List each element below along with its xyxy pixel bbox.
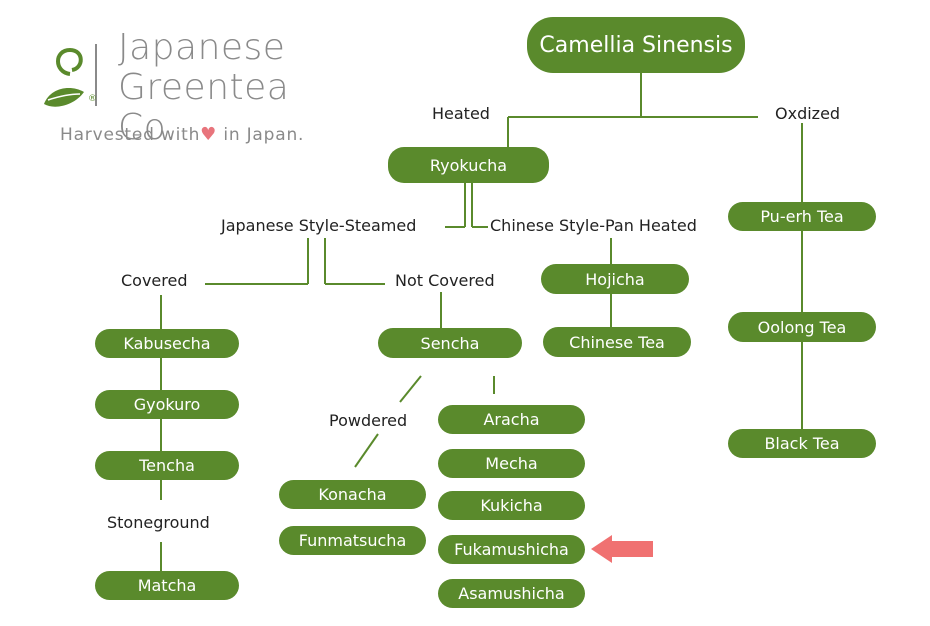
node-aracha: Aracha — [438, 405, 585, 434]
brand-name: Japanese Greentea Co. — [118, 28, 360, 148]
label-heated: Heated — [430, 104, 492, 123]
connector-line — [354, 433, 379, 468]
registered-mark: ® — [88, 94, 97, 104]
label-covered: Covered — [119, 271, 190, 290]
tea-leaf-icon — [44, 44, 97, 107]
node-sencha: Sencha — [378, 328, 522, 358]
node-konacha: Konacha — [279, 480, 426, 509]
node-chinese-tea: Chinese Tea — [543, 327, 691, 357]
node-matcha: Matcha — [95, 571, 239, 600]
tagline-before: Harvested with — [60, 125, 201, 145]
node-hojicha: Hojicha — [541, 264, 689, 294]
tagline-after: in Japan. — [223, 125, 305, 145]
connector-line — [399, 375, 422, 403]
arrow-left-icon — [591, 535, 653, 563]
node-ryokucha: Ryokucha — [388, 147, 549, 183]
brand-name-line2: Greentea Co. — [118, 67, 290, 148]
node-puerh-tea: Pu-erh Tea — [728, 202, 876, 231]
label-powdered: Powdered — [327, 411, 410, 430]
node-asamushicha: Asamushicha — [438, 579, 585, 608]
brand-logo: ® Japanese Greentea Co. Harvested with♥ … — [40, 28, 360, 153]
label-japanese-style: Japanese Style-Steamed — [219, 216, 419, 235]
brand-name-line1: Japanese — [118, 27, 286, 68]
node-oolong-tea: Oolong Tea — [728, 312, 876, 342]
node-tencha: Tencha — [95, 451, 239, 480]
node-gyokuro: Gyokuro — [95, 390, 239, 419]
heart-icon: ♥ — [200, 124, 218, 145]
node-fukamushicha: Fukamushicha — [438, 535, 585, 564]
brand-tagline: Harvested with♥ in Japan. — [60, 124, 304, 145]
node-camellia-sinensis: Camellia Sinensis — [527, 17, 745, 73]
label-stoneground: Stoneground — [105, 513, 212, 532]
node-kukicha: Kukicha — [438, 491, 585, 520]
label-not-covered: Not Covered — [393, 271, 497, 290]
node-black-tea: Black Tea — [728, 429, 876, 458]
label-oxdized: Oxdized — [773, 104, 843, 123]
node-funmatsucha: Funmatsucha — [279, 526, 426, 555]
label-chinese-style: Chinese Style-Pan Heated — [488, 216, 699, 235]
node-mecha: Mecha — [438, 449, 585, 478]
node-kabusecha: Kabusecha — [95, 329, 239, 358]
